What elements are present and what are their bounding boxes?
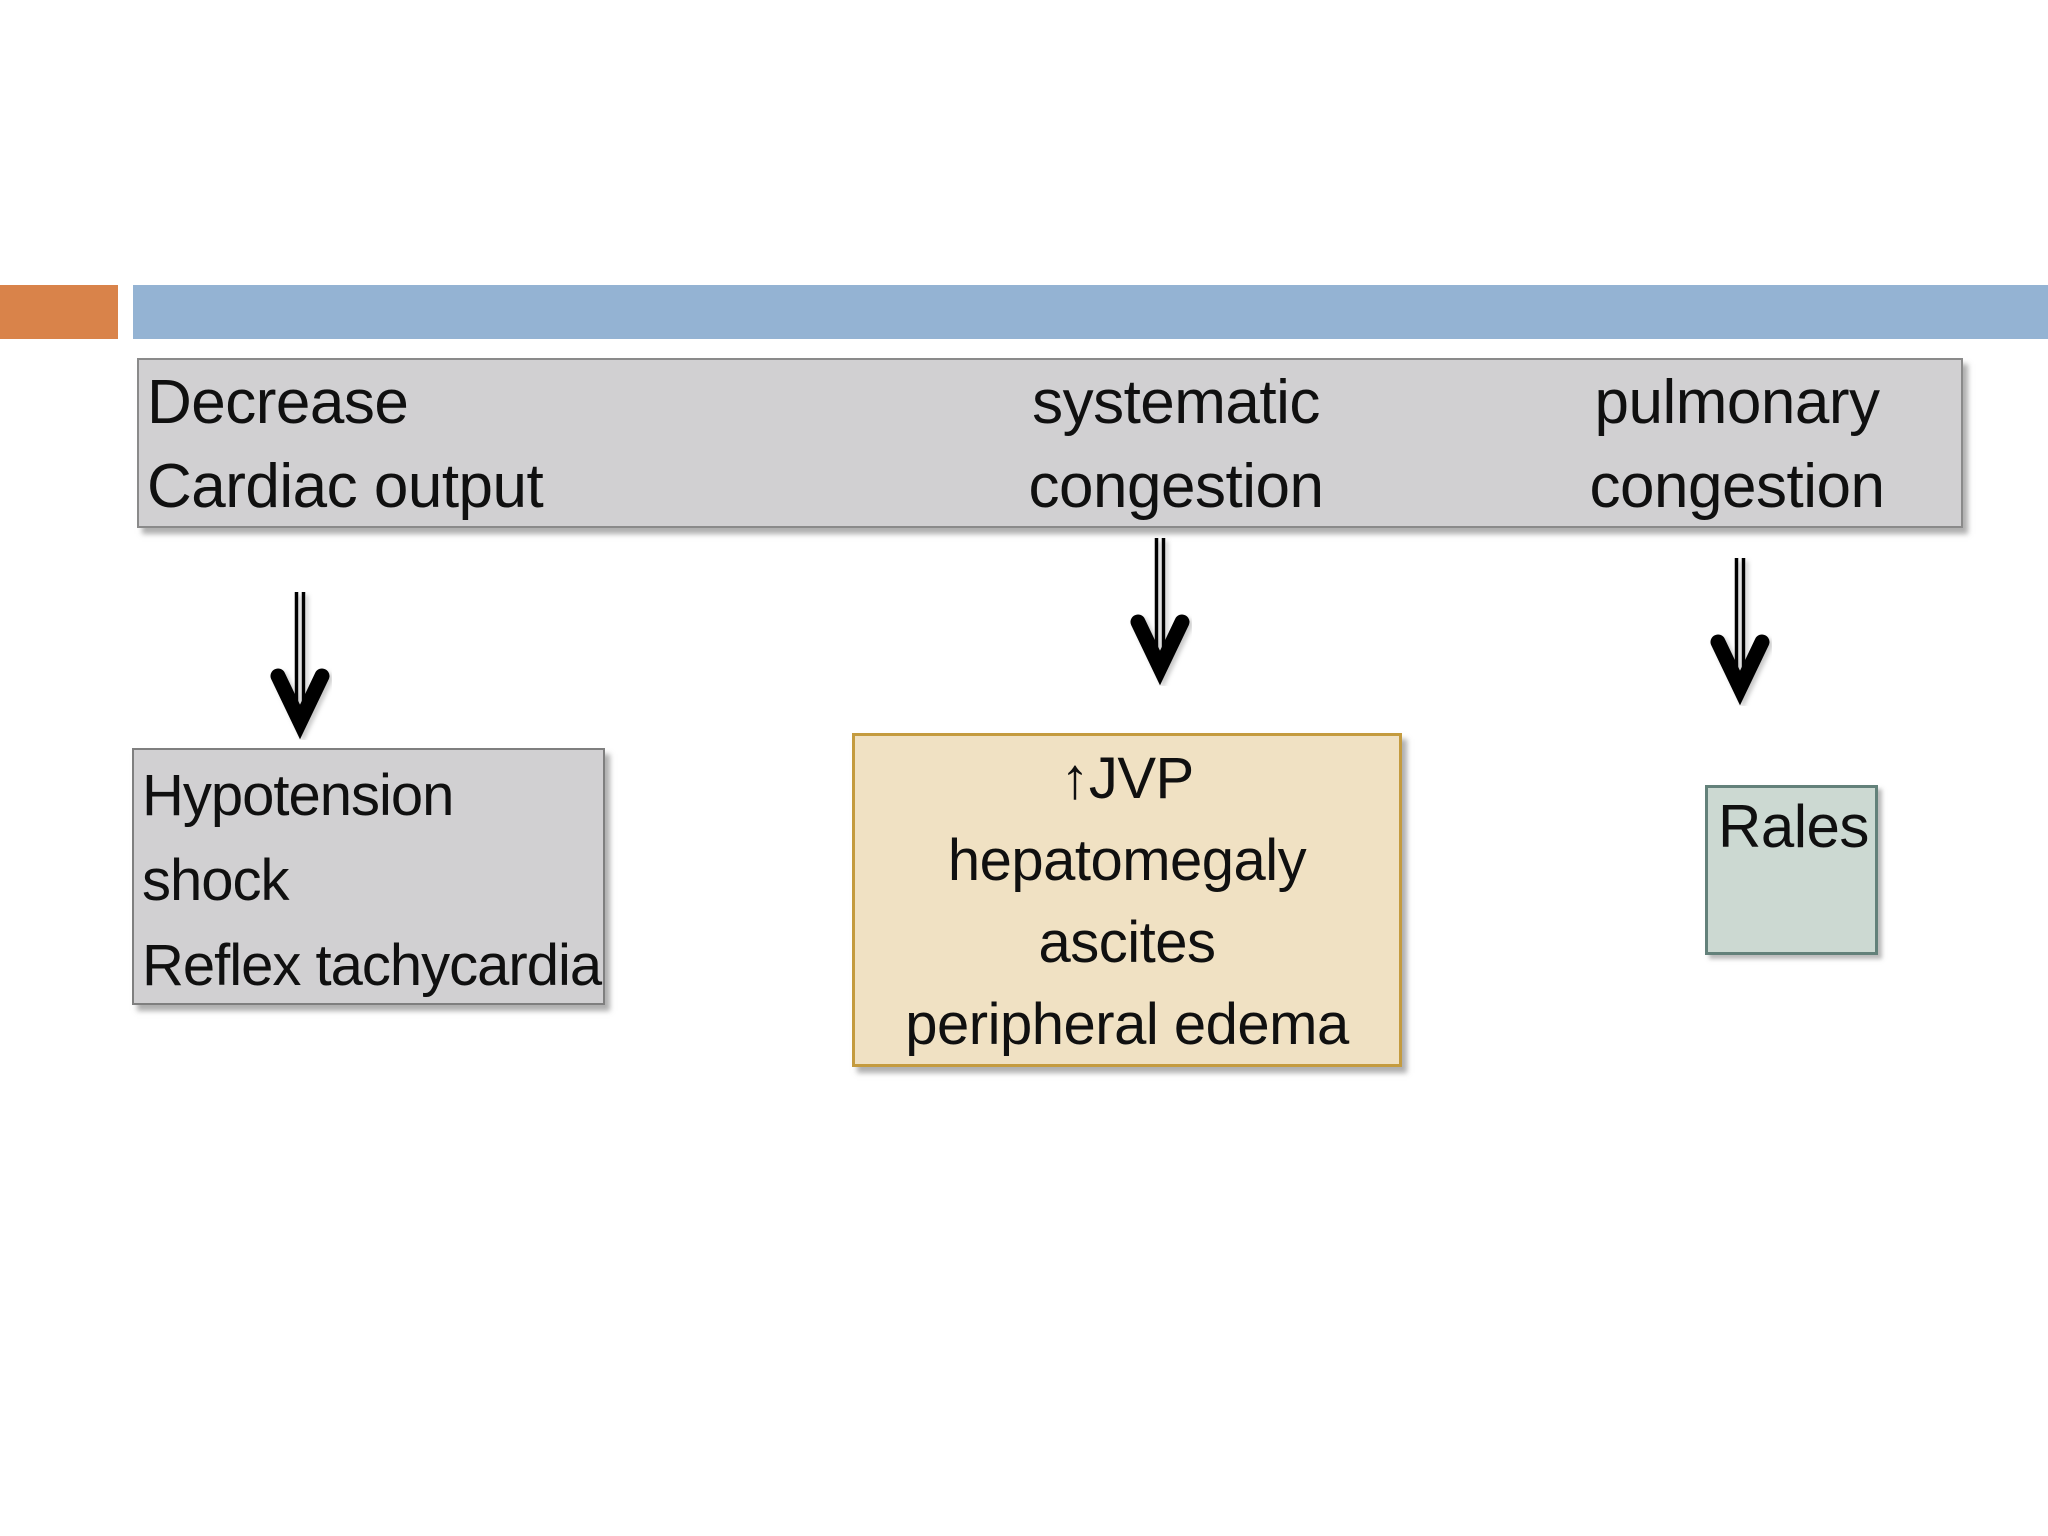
sign-text-line: Hypotension <box>142 763 454 828</box>
pulmonary-congestion-signs-box: Rales <box>1705 785 1878 955</box>
header-col-pulmonary-congestion: pulmonary congestion <box>1487 361 1987 529</box>
down-arrow-icon <box>1710 558 1770 706</box>
sign-text-line: ↑JVP <box>1060 746 1194 811</box>
sign-text-line: peripheral edema <box>905 992 1349 1057</box>
sign-text-line: shock <box>142 848 290 913</box>
header-causes-box: Decrease Cardiac output systematic conge… <box>137 358 1963 528</box>
systemic-congestion-signs-box: ↑JVP hepatomegaly ascites peripheral ede… <box>852 733 1402 1067</box>
header-text-line: Cardiac output <box>147 452 544 521</box>
down-arrow-icon <box>270 592 330 740</box>
sign-text-line: ascites <box>1038 910 1216 975</box>
header-text-line: congestion <box>1589 452 1885 521</box>
header-col-decrease-cardiac-output: Decrease Cardiac output <box>147 361 544 529</box>
header-text-line: systematic <box>1032 368 1320 437</box>
low-output-signs-box: Hypotension shock Reflex tachycardia <box>132 748 605 1005</box>
sign-text-line: hepatomegaly <box>947 828 1307 893</box>
header-text-line: pulmonary <box>1594 368 1880 437</box>
sign-text-line: Reflex tachycardia <box>142 933 602 998</box>
header-text-line: congestion <box>1028 452 1324 521</box>
down-arrow-icon <box>1130 538 1190 686</box>
orange-accent-block <box>0 285 118 339</box>
header-text-line: Decrease <box>147 368 409 437</box>
header-col-systematic-congestion: systematic congestion <box>876 361 1476 529</box>
blue-title-bar <box>133 285 2048 339</box>
sign-text-line: Rales <box>1718 793 1869 860</box>
